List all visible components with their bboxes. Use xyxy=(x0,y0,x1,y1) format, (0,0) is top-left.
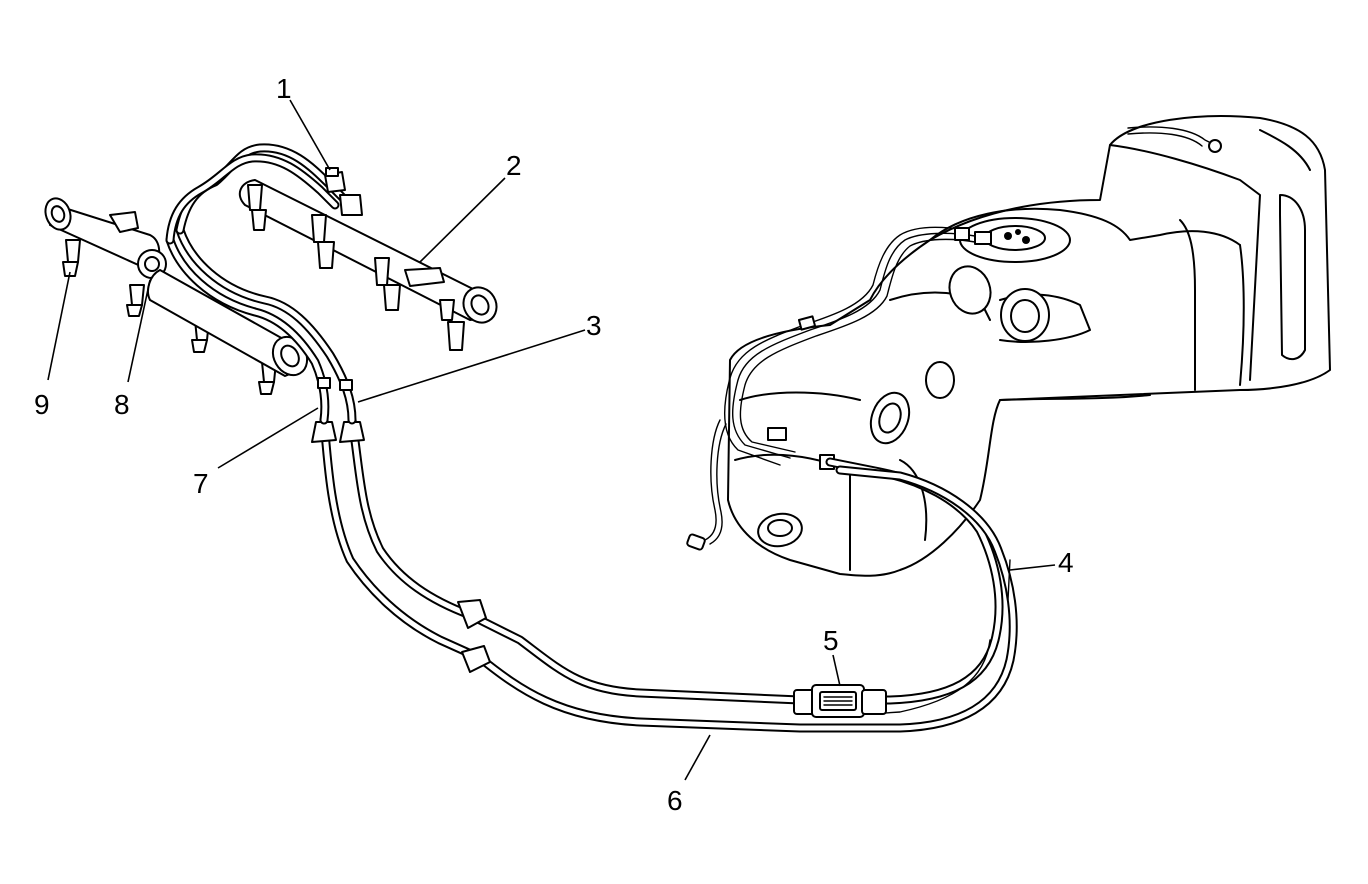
fuel-filter xyxy=(793,684,887,718)
leader-1 xyxy=(289,99,331,171)
callout-2: 2 xyxy=(506,150,522,181)
callout-4: 4 xyxy=(1058,547,1074,578)
leader-8 xyxy=(127,279,151,383)
callout-1: 1 xyxy=(276,73,292,104)
callout-9: 9 xyxy=(34,389,50,420)
fuel-tank xyxy=(727,115,1331,577)
leader-7 xyxy=(217,407,319,469)
callout-3: 3 xyxy=(586,310,602,341)
left-fuel-rail xyxy=(44,197,277,395)
leader-5 xyxy=(832,654,841,687)
fuel-supply-return-lines xyxy=(311,415,1018,733)
tank-feed-lines xyxy=(686,226,992,551)
leader-9 xyxy=(47,271,71,381)
leader-2 xyxy=(419,177,506,263)
callout-6: 6 xyxy=(667,785,683,816)
leader-3 xyxy=(357,329,586,403)
callout-labels: 1 2 3 4 5 6 7 8 9 xyxy=(34,73,1074,816)
callout-8: 8 xyxy=(114,389,130,420)
callout-7: 7 xyxy=(193,468,209,499)
leader-lines xyxy=(47,99,1056,781)
leader-6 xyxy=(684,734,711,781)
right-fuel-rail xyxy=(165,143,498,351)
rail-crossover xyxy=(147,225,357,425)
leader-4 xyxy=(1009,564,1056,571)
callout-5: 5 xyxy=(823,625,839,656)
